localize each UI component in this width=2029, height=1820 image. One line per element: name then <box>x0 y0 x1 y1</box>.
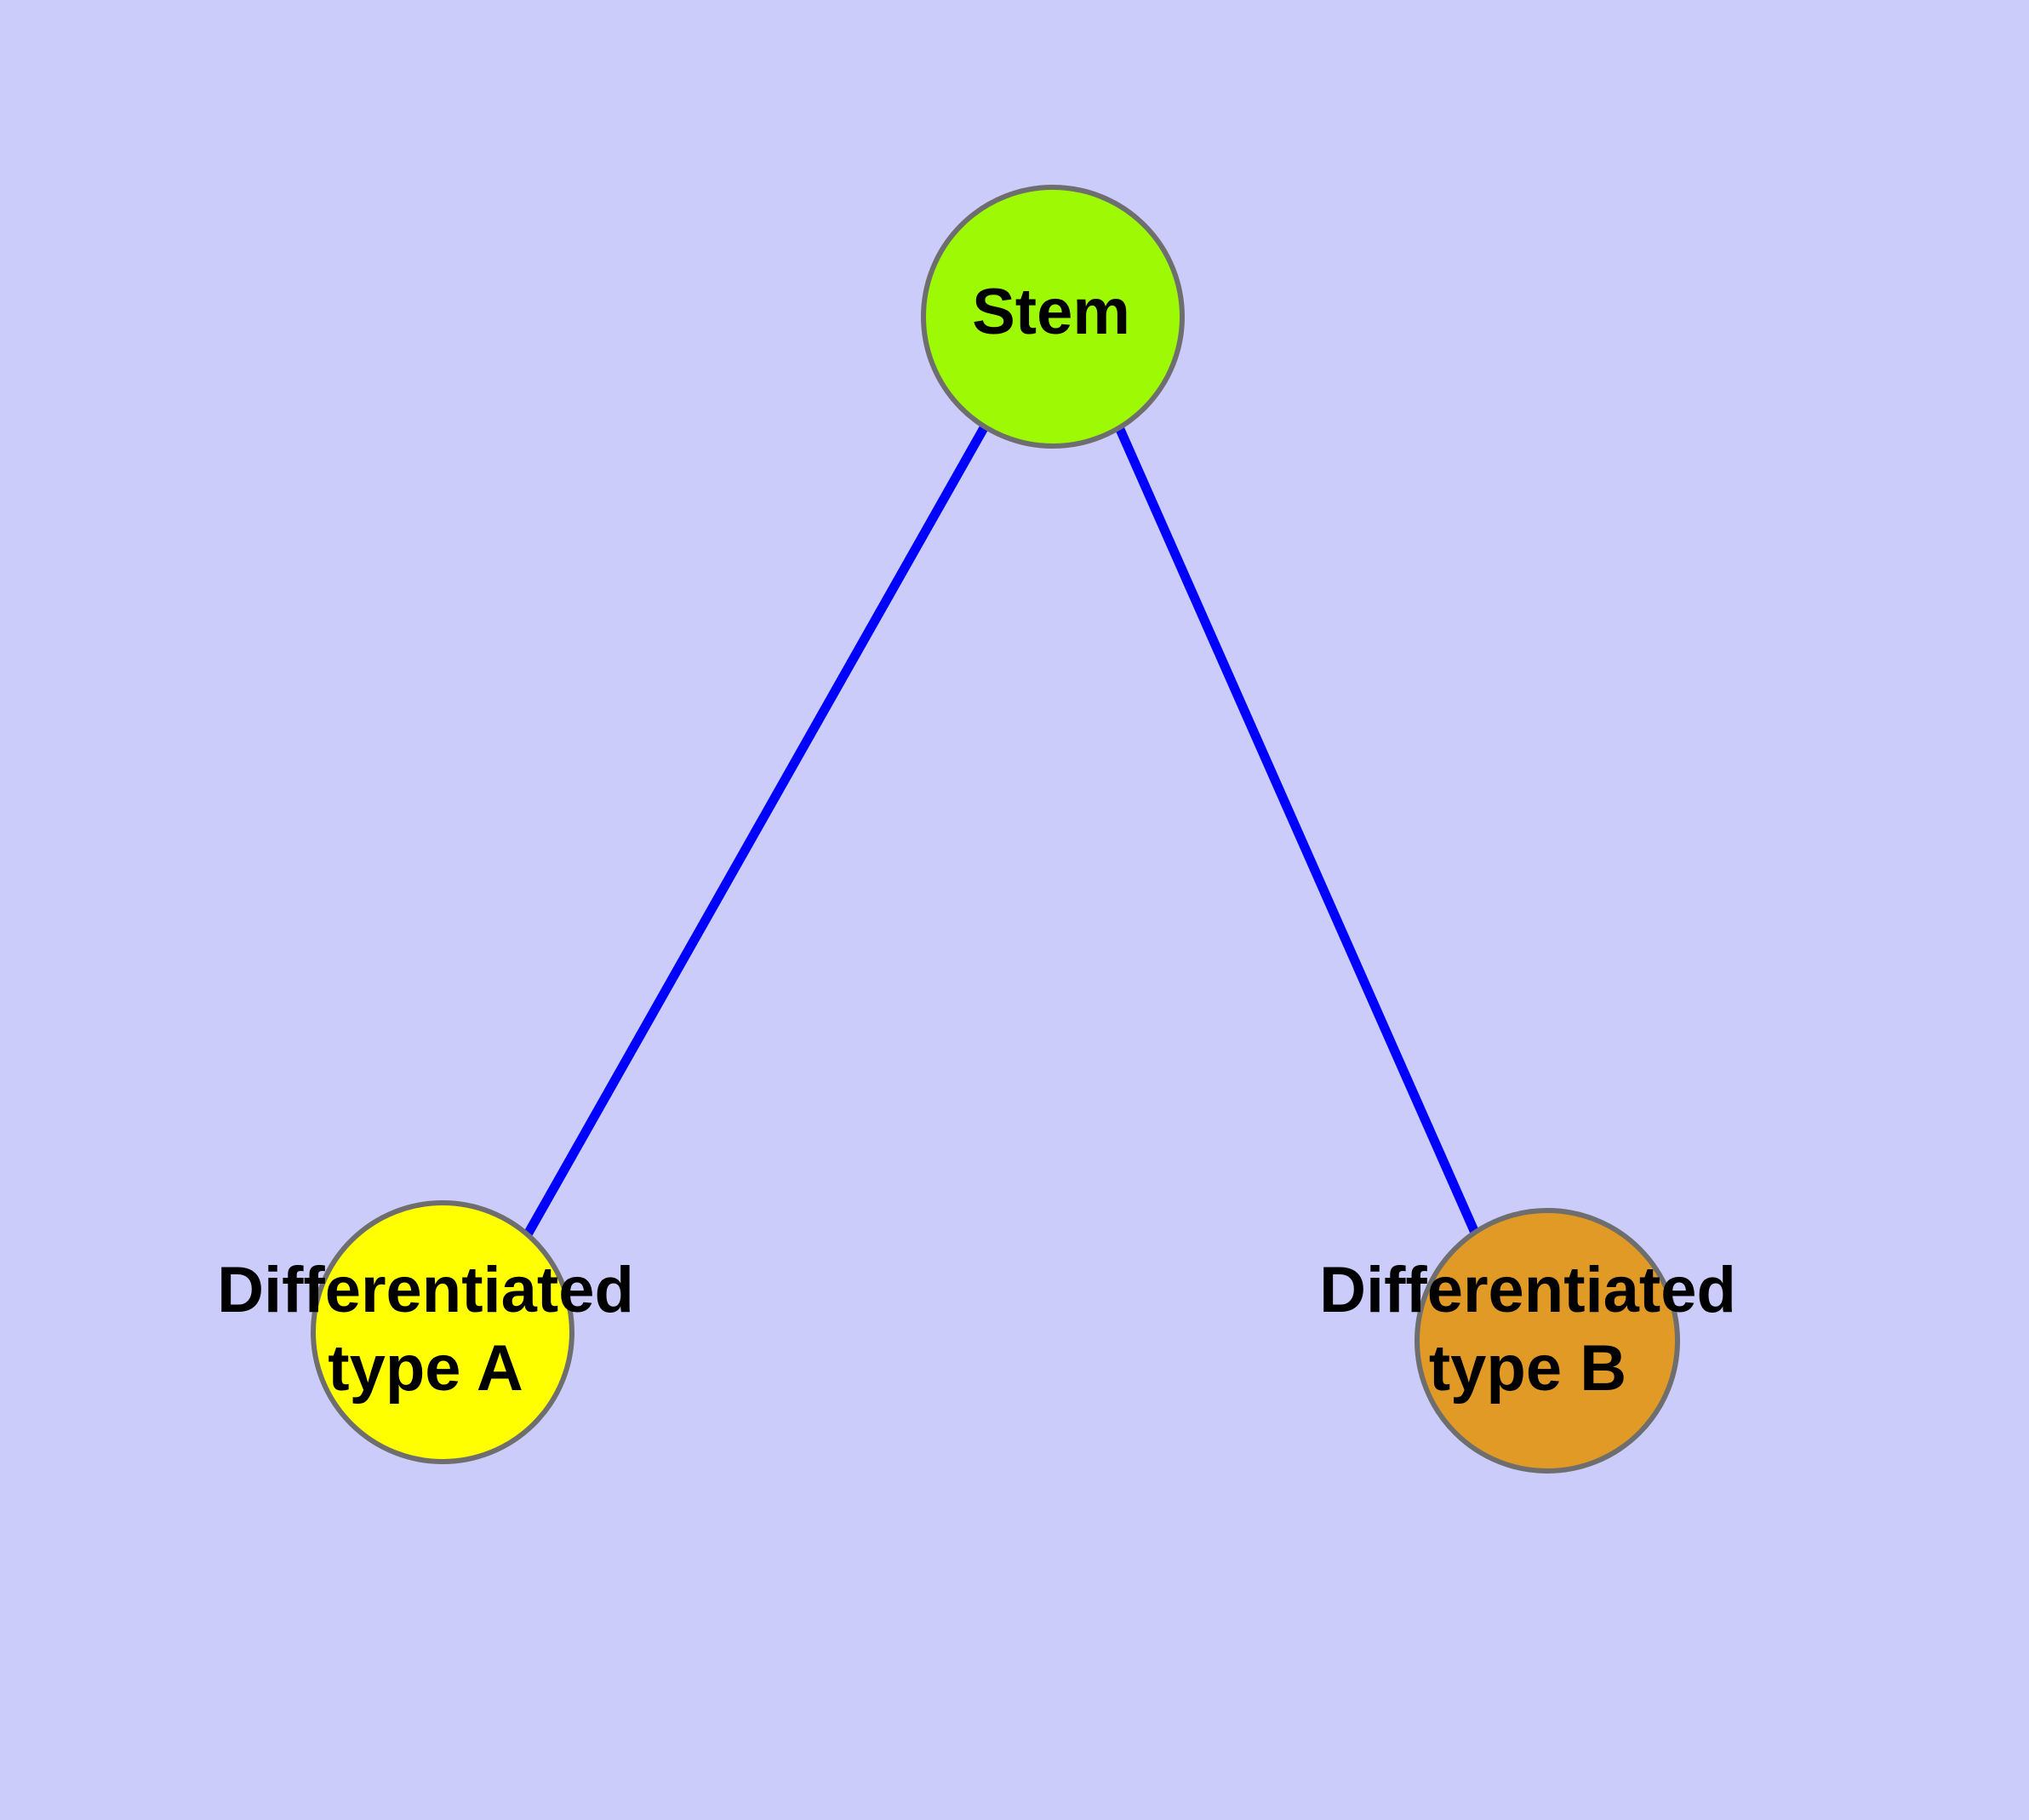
nodes-layer <box>311 185 1680 1474</box>
graph-edge[interactable] <box>1114 425 1480 1235</box>
graph-node-diff-a[interactable] <box>311 1200 574 1464</box>
node-label-line: Differentiated <box>1319 1254 1736 1326</box>
node-label-stem: Stem <box>972 276 1130 348</box>
graph-node-stem[interactable] <box>921 185 1185 449</box>
edges-layer <box>523 424 1480 1237</box>
node-label-line: type A <box>328 1332 523 1405</box>
node-label-line: Differentiated <box>217 1254 634 1326</box>
graph-edge[interactable] <box>523 424 989 1237</box>
node-label-line: type B <box>1429 1332 1626 1405</box>
node-label-line: Stem <box>972 276 1130 348</box>
graph-node-diff-b[interactable] <box>1415 1208 1680 1474</box>
